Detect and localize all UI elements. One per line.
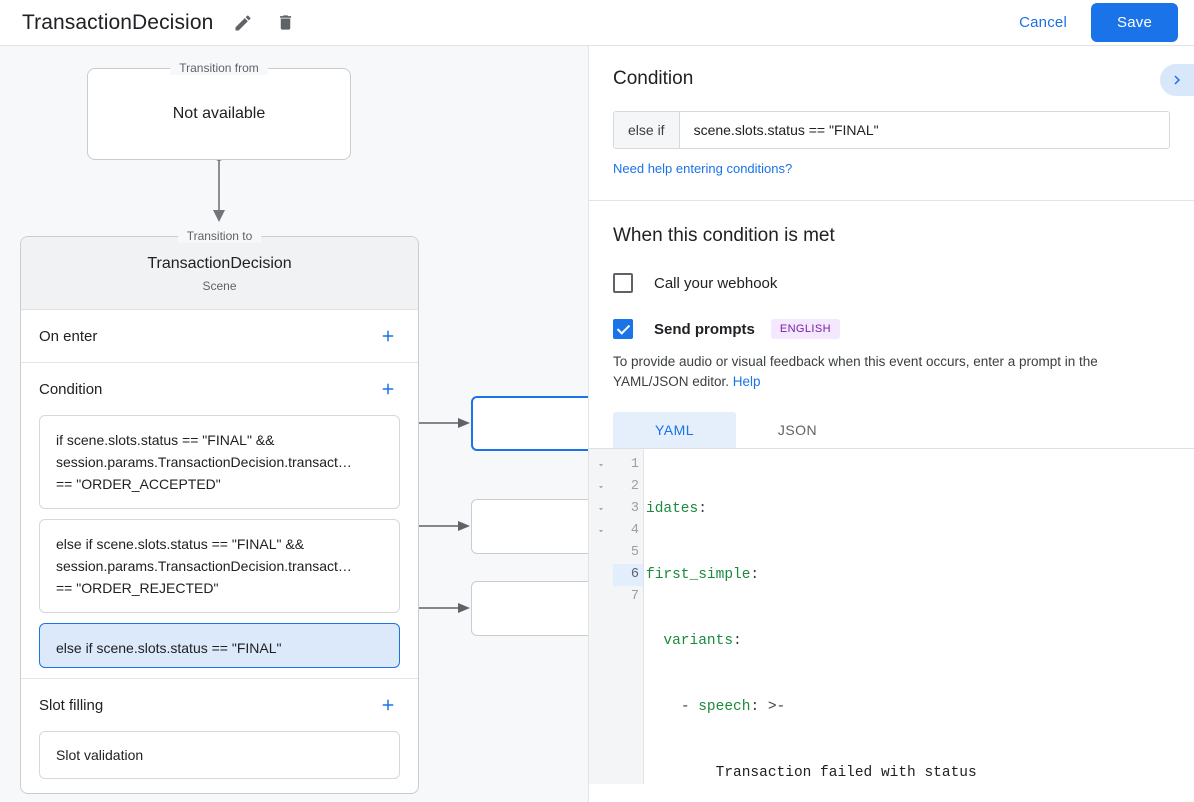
- trash-icon[interactable]: [273, 11, 297, 35]
- condition-line: else if scene.slots.status == "FINAL" &&: [56, 536, 305, 552]
- condition-line: else if scene.slots.status == "FINAL": [56, 640, 282, 656]
- transition-to-legend: Transition to: [177, 229, 262, 243]
- transition-from-node[interactable]: Transition from Not available: [87, 61, 351, 160]
- slot-validation-item[interactable]: Slot validation: [39, 731, 400, 779]
- pencil-icon[interactable]: [231, 11, 255, 35]
- editor-line-numbers: 1 2 3 4 5 6 7: [613, 449, 644, 784]
- condition-item[interactable]: if scene.slots.status == "FINAL" && sess…: [39, 415, 400, 509]
- condition-line: session.params.TransactionDecision.trans…: [56, 454, 352, 470]
- prompt-help-link[interactable]: Help: [732, 374, 761, 389]
- condition-help-link[interactable]: Need help entering conditions?: [613, 161, 793, 176]
- code-key: first_simple: [646, 567, 751, 583]
- page-title: TransactionDecision: [22, 10, 214, 34]
- send-prompts-label: Send prompts: [654, 320, 755, 338]
- transition-from-legend: Transition from: [170, 61, 268, 75]
- when-condition-met-title: When this condition is met: [613, 225, 835, 246]
- section-label-slot-filling: Slot filling: [39, 696, 104, 714]
- code-indent: [646, 633, 663, 649]
- transition-to-scene-card[interactable]: Transition to TransactionDecision Scene …: [20, 229, 419, 794]
- condition-line: session.params.TransactionDecision.trans…: [56, 558, 352, 574]
- line-number: 3: [630, 501, 639, 516]
- condition-line: if scene.slots.status == "FINAL" &&: [56, 432, 275, 448]
- transition-from-value: Not available: [172, 105, 266, 122]
- save-button[interactable]: Save: [1091, 3, 1178, 42]
- fold-arrow-icon[interactable]: [589, 498, 613, 520]
- yaml-editor[interactable]: 1 2 3 4 5 6 7 idates: first_simple: vari…: [589, 448, 1194, 784]
- section-label-condition: Condition: [39, 380, 103, 398]
- fold-arrow-icon[interactable]: [589, 476, 613, 498]
- prompt-description: To provide audio or visual feedback when…: [613, 352, 1169, 392]
- send-prompts-row[interactable]: Send prompts ENGLISH: [613, 319, 1170, 339]
- condition-line: == "ORDER_REJECTED": [56, 580, 219, 596]
- line-number: 5: [630, 545, 639, 560]
- language-badge: ENGLISH: [770, 319, 840, 339]
- plus-icon[interactable]: [376, 324, 400, 348]
- call-webhook-label: Call your webhook: [654, 274, 778, 292]
- chevron-right-icon[interactable]: [1160, 64, 1194, 96]
- top-bar-actions: Cancel Save: [1003, 3, 1194, 42]
- code-colon: :: [733, 633, 742, 649]
- code-key: variants: [663, 633, 734, 649]
- code-line: first_simple:: [644, 564, 1194, 586]
- line-number: 2: [630, 479, 639, 494]
- scene-header: TransactionDecision Scene: [21, 237, 418, 310]
- section-condition: Condition if scene.slots.status == "FINA…: [21, 363, 418, 679]
- target-node-3[interactable]: [471, 581, 588, 636]
- scene-title: TransactionDecision: [147, 255, 292, 272]
- code-colon: : >-: [750, 699, 786, 715]
- when-condition-met-section: When this condition is met Call your web…: [589, 201, 1194, 448]
- code-line: idates:: [644, 498, 1194, 520]
- section-on-enter: On enter: [21, 310, 418, 363]
- code-indent: [646, 699, 681, 715]
- editor-code-area[interactable]: idates: first_simple: variants: - speech…: [644, 449, 1194, 784]
- condition-field[interactable]: else if: [613, 111, 1170, 149]
- condition-prefix-label: else if: [614, 112, 680, 148]
- code-key: speech: [698, 699, 751, 715]
- section-slot-filling: Slot filling Slot validation: [21, 679, 418, 779]
- section-label-on-enter: On enter: [39, 327, 98, 345]
- code-text: Transaction failed with status: [715, 765, 977, 781]
- condition-item-selected[interactable]: else if scene.slots.status == "FINAL": [39, 623, 400, 668]
- code-colon: :: [698, 501, 707, 517]
- code-indent: [646, 765, 716, 781]
- code-colon: :: [750, 567, 760, 583]
- editor-format-tabs: YAML JSON: [613, 412, 1170, 448]
- line-number: 7: [630, 589, 639, 604]
- target-node-2[interactable]: [471, 499, 588, 554]
- webhook-row[interactable]: Call your webhook: [613, 273, 1170, 293]
- condition-line: == "ORDER_ACCEPTED": [56, 476, 221, 492]
- tab-json[interactable]: JSON: [777, 422, 818, 438]
- editor-fold-column: [589, 449, 613, 784]
- code-line: - speech: >-: [644, 696, 1194, 718]
- condition-item[interactable]: else if scene.slots.status == "FINAL" &&…: [39, 519, 400, 613]
- plus-icon[interactable]: [376, 693, 400, 717]
- send-prompts-checkbox[interactable]: [613, 319, 633, 339]
- code-line: variants:: [644, 630, 1194, 652]
- top-app-bar: TransactionDecision Cancel Save: [0, 0, 1194, 46]
- prompt-description-text: To provide audio or visual feedback when…: [613, 354, 1098, 389]
- tab-yaml[interactable]: YAML: [613, 412, 736, 448]
- code-dash: -: [680, 699, 699, 715]
- code-key: idates: [646, 501, 699, 517]
- flow-graph-canvas[interactable]: Transition from Not available Transition…: [0, 46, 588, 802]
- target-node-1[interactable]: [471, 396, 588, 451]
- condition-detail-panel: Condition else if Need help entering con…: [588, 46, 1194, 802]
- plus-icon[interactable]: [376, 377, 400, 401]
- condition-section: Condition else if Need help entering con…: [589, 46, 1194, 201]
- condition-input[interactable]: [679, 112, 1169, 148]
- line-number: 1: [630, 457, 639, 472]
- line-number: 6: [613, 564, 643, 586]
- fold-arrow-icon[interactable]: [589, 520, 613, 542]
- panel-title: Condition: [613, 68, 694, 89]
- code-line: Transaction failed with status: [644, 762, 1194, 784]
- scene-subtitle: Scene: [202, 279, 237, 293]
- line-number: 4: [630, 523, 639, 538]
- fold-arrow-icon[interactable]: [589, 454, 613, 476]
- cancel-button[interactable]: Cancel: [1003, 5, 1083, 40]
- call-webhook-checkbox[interactable]: [613, 273, 633, 293]
